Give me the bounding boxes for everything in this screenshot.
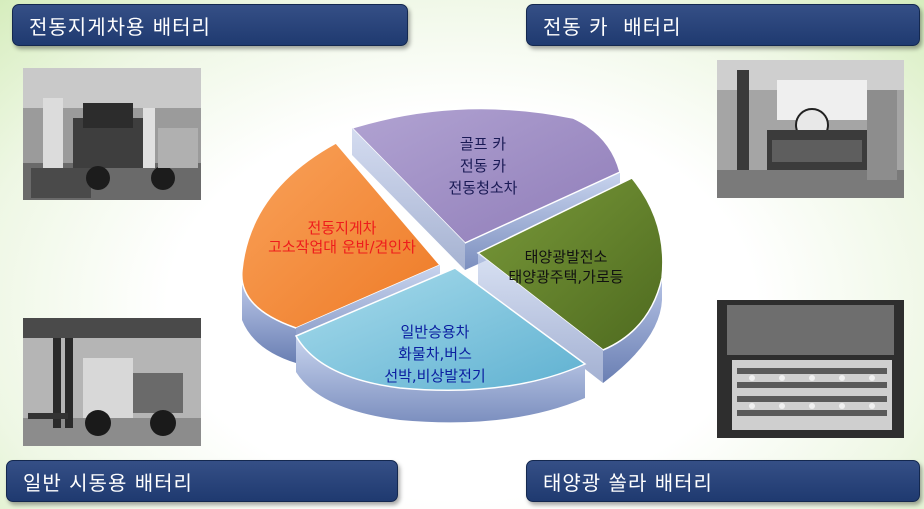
segment-solar	[476, 177, 664, 383]
segment-forklift-line-1: 전동지게차	[307, 219, 376, 237]
label-forklift-battery: 전동지게차용 배터리	[12, 4, 408, 46]
segment-general-text: 일반승용차 화물차,버스 선박,비상발전기	[384, 323, 485, 385]
label-starter-battery: 일반 시동용 배터리	[6, 460, 398, 502]
segment-general-line-1: 일반승용차	[400, 323, 469, 341]
segment-golf-line-2: 전동 카	[460, 157, 506, 175]
segment-forklift-line-2: 고소작업대 운반/견인차	[268, 238, 416, 256]
segment-forklift-text: 전동지게차 고소작업대 운반/견인차	[268, 219, 416, 256]
segment-general-line-3: 선박,비상발전기	[384, 367, 485, 385]
segment-golf-line-1: 골프 카	[460, 135, 506, 153]
segment-general	[294, 267, 587, 423]
label-starter-battery-text: 일반 시동용 배터리	[23, 470, 193, 495]
segment-solar-text: 태양광발전소 태양광주택,가로등	[508, 248, 623, 286]
label-forklift-battery-text: 전동지게차용 배터리	[29, 14, 211, 39]
label-solar-battery-text: 태양광 쏠라 배터리	[543, 470, 713, 495]
segment-golf-line-3: 전동청소차	[448, 179, 517, 197]
segment-general-line-2: 화물차,버스	[398, 345, 472, 363]
segment-solar-line-1: 태양광발전소	[525, 248, 608, 266]
forklift-photo-top	[23, 68, 201, 200]
segment-solar-line-2: 태양광주택,가로등	[508, 268, 623, 286]
label-electric-car-battery: 전동 카 배터리	[526, 4, 920, 46]
solar-battery-photo	[717, 300, 904, 438]
label-electric-car-battery-text: 전동 카 배터리	[543, 14, 682, 39]
golf-cart-photo	[717, 60, 904, 198]
forklift-photo-bottom	[23, 318, 201, 446]
segment-golf-cart-text: 골프 카 전동 카 전동청소차	[448, 135, 517, 197]
label-solar-battery: 태양광 쏠라 배터리	[526, 460, 920, 502]
